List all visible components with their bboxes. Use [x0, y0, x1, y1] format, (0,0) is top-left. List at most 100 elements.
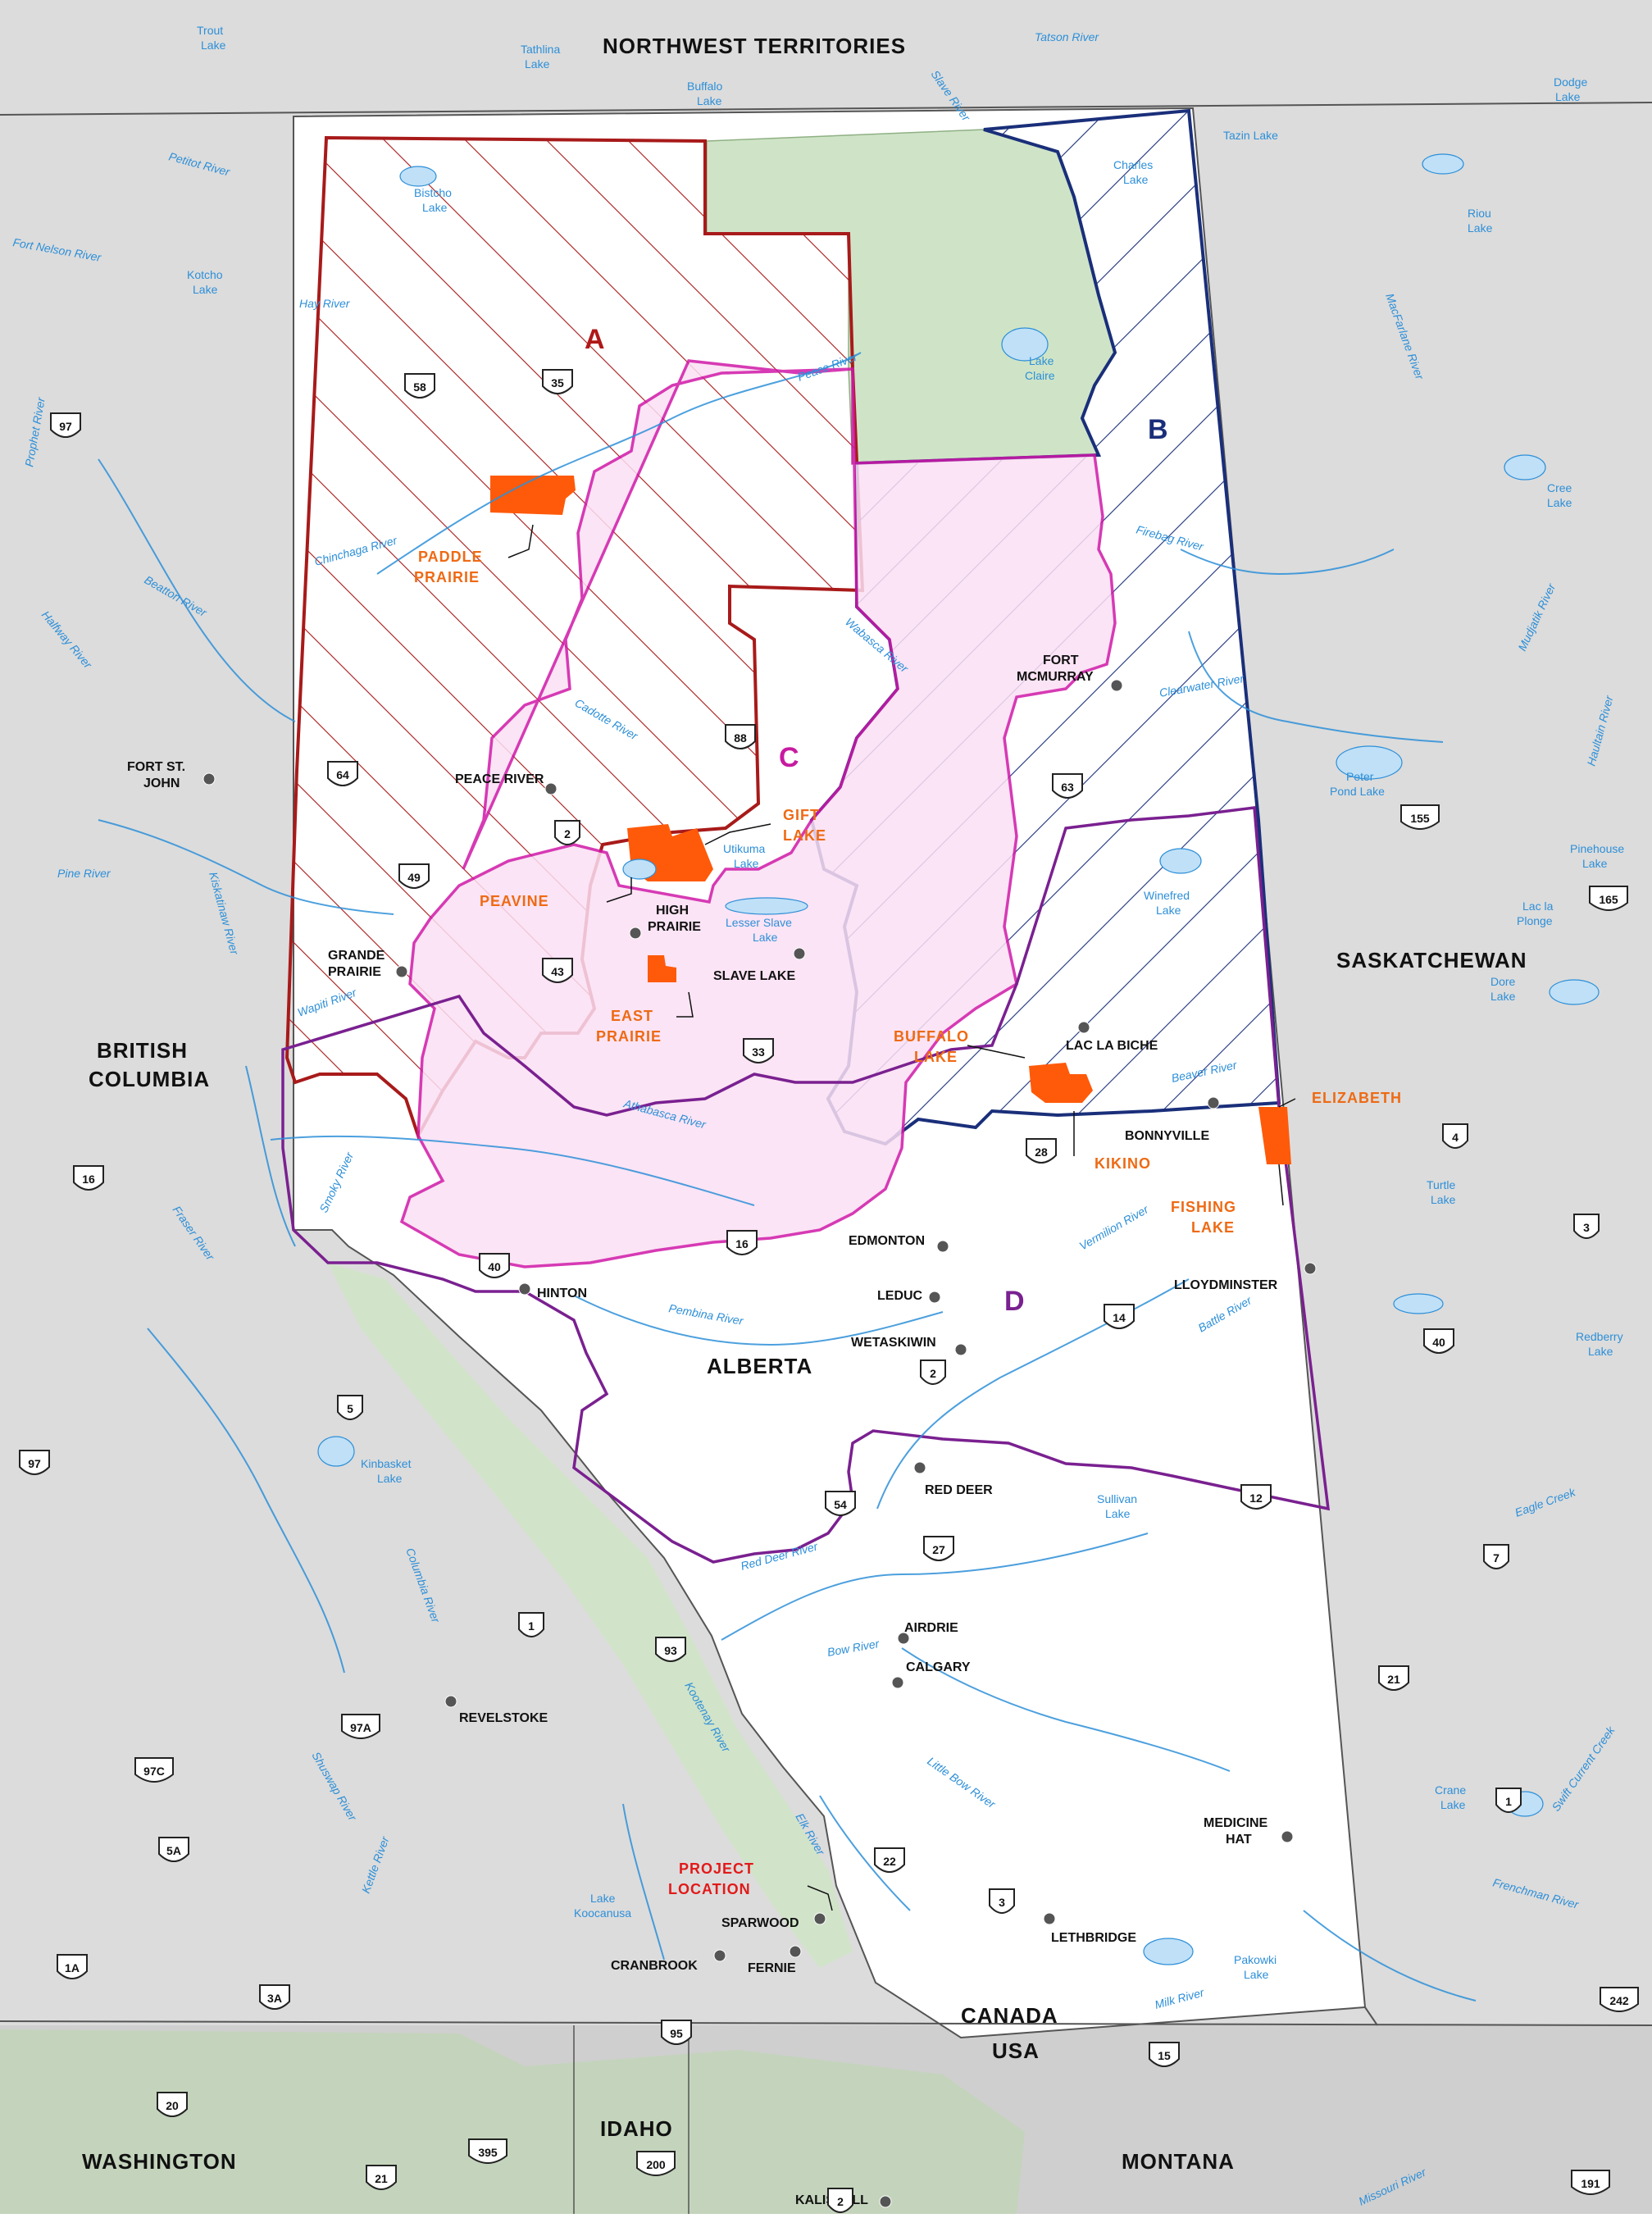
city-dot [891, 1676, 904, 1689]
label-usa: USA [992, 2038, 1040, 2063]
highway-shield: 16 [726, 1230, 758, 1255]
label-utikuma-lake-2: Lake [734, 857, 759, 870]
city-dot [897, 1632, 910, 1645]
label-calgary: CALGARY [906, 1660, 971, 1674]
highway-shield: 97 [50, 412, 81, 438]
highway-shield: 200 [636, 2151, 676, 2176]
label-bistcho-lake-1: Bistcho [414, 186, 452, 199]
label-east-prairie-1: EAST [611, 1008, 653, 1024]
highway-shield-number: 21 [1387, 1673, 1400, 1686]
zone-c-boundary[interactable] [399, 359, 1117, 1268]
highway-shield: 40 [479, 1253, 510, 1278]
label-buffalo-lake-1: BUFFALO [894, 1028, 969, 1045]
highway-shield: 58 [404, 373, 435, 399]
label-kikino: KIKINO [1095, 1155, 1151, 1172]
highway-shield: 155 [1400, 804, 1440, 830]
highway-shield: 3 [989, 1888, 1015, 1914]
label-pakowki-lake-2: Lake [1244, 1968, 1269, 1981]
label-sullivan-lake-1: Sullivan [1097, 1492, 1137, 1505]
city-markers [203, 679, 1317, 2208]
zone-d-boundary[interactable] [281, 806, 1331, 1564]
label-bistcho-lake-2: Lake [422, 201, 448, 214]
highway-shield-number: 2 [930, 1367, 936, 1380]
label-redberry-lake-2: Lake [1588, 1345, 1613, 1358]
label-saskatchewan: SASKATCHEWAN [1336, 948, 1527, 972]
city-dot [444, 1695, 457, 1708]
label-winefred-lake-2: Lake [1156, 904, 1181, 917]
zone-b-label: B [1148, 414, 1168, 445]
label-dodge-lake-2: Lake [1555, 90, 1581, 103]
label-lethbridge: LETHBRIDGE [1051, 1931, 1136, 1945]
label-dore-lake-1: Dore [1490, 975, 1516, 988]
label-lloydminster: LLOYDMINSTER [1174, 1278, 1278, 1292]
highway-shield: 7 [1483, 1544, 1509, 1569]
label-cree-lake-1: Cree [1547, 481, 1572, 494]
label-lac-la-plonge-2: Plonge [1517, 914, 1553, 927]
highway-shield-number: 27 [932, 1543, 945, 1556]
highway-shield: 43 [542, 958, 573, 983]
highway-shield-number: 242 [1609, 1994, 1629, 2007]
highway-shield: 2 [827, 2188, 853, 2213]
label-pinehouse-lake-1: Pinehouse [1570, 842, 1624, 855]
city-dot [954, 1343, 967, 1356]
elizabeth-fishing-lake-area[interactable] [1258, 1107, 1291, 1164]
label-medicine-hat-2: HAT [1226, 1833, 1252, 1847]
label-red-deer: RED DEER [925, 1483, 993, 1497]
city-dot [1207, 1096, 1220, 1109]
highway-shield-number: 7 [1493, 1551, 1500, 1564]
highway-shield-number: 1 [528, 1619, 535, 1633]
label-hinton: HINTON [537, 1287, 587, 1300]
highway-shield: 21 [366, 2165, 397, 2190]
city-dot [928, 1291, 941, 1304]
label-fort-mcmurray-2: MCMURRAY [1017, 670, 1094, 684]
highway-shield-number: 28 [1035, 1145, 1048, 1159]
label-paddle-prairie-2: PRAIRIE [414, 569, 480, 585]
label-leduc: LEDUC [877, 1289, 923, 1303]
label-redberry-lake-1: Redberry [1576, 1330, 1623, 1343]
highway-shield-number: 3A [267, 1992, 282, 2005]
label-utikuma-lake-1: Utikuma [723, 842, 766, 855]
highway-shield-number: 95 [670, 2027, 683, 2040]
highway-shield-number: 64 [336, 768, 349, 781]
east-prairie-area[interactable] [648, 955, 676, 982]
highway-shield-number: 20 [166, 2099, 179, 2112]
highway-shield-number: 58 [413, 380, 426, 394]
label-alberta: ALBERTA [707, 1354, 812, 1378]
highway-shield-number: 3 [1583, 1221, 1590, 1234]
buffalo-lake-area[interactable] [1029, 1063, 1093, 1103]
highway-shield: 35 [542, 369, 573, 394]
highway-shield-number: 14 [1113, 1311, 1126, 1324]
highway-shield-number: 155 [1410, 812, 1430, 825]
highway-shield: 1 [518, 1612, 544, 1637]
label-cree-lake-2: Lake [1547, 496, 1572, 509]
label-peter-pond-lake-1: Peter [1346, 770, 1374, 783]
highway-shield-number: 15 [1158, 2049, 1171, 2062]
city-dot [203, 772, 216, 786]
highway-shield: 95 [661, 2020, 692, 2045]
label-turtle-lake-2: Lake [1431, 1193, 1456, 1206]
label-koocanusa-lake-2: Koocanusa [574, 1906, 631, 1920]
label-riou-lake-1: Riou [1468, 207, 1491, 220]
highway-shield-number: 22 [883, 1855, 896, 1868]
label-kinbasket-lake-2: Lake [377, 1472, 403, 1485]
label-charles-lake-1: Charles [1113, 158, 1153, 171]
highway-shield: 5 [337, 1395, 363, 1420]
river-network [98, 352, 1477, 2002]
highway-shield: 3 [1573, 1214, 1600, 1239]
highway-shield-number: 93 [664, 1644, 677, 1657]
label-fernie: FERNIE [748, 1961, 796, 1975]
label-washington: WASHINGTON [82, 2149, 237, 2174]
label-idaho: IDAHO [600, 2116, 673, 2141]
paddle-prairie-area[interactable] [490, 476, 576, 515]
highway-shield: 88 [725, 724, 756, 749]
highway-shield-number: 2 [837, 2195, 844, 2208]
label-revelstoke: REVELSTOKE [459, 1711, 548, 1725]
label-trout-lake-1: Trout [197, 24, 223, 37]
highway-shield-number: 97 [28, 1457, 41, 1470]
label-british-columbia-1: BRITISH [97, 1038, 188, 1063]
highway-shield: 14 [1104, 1304, 1135, 1329]
highway-shield: 64 [327, 761, 358, 786]
highway-shield: 1 [1495, 1788, 1522, 1813]
highway-shield: 15 [1149, 2042, 1180, 2067]
label-paddle-prairie-1: PADDLE [418, 549, 483, 565]
